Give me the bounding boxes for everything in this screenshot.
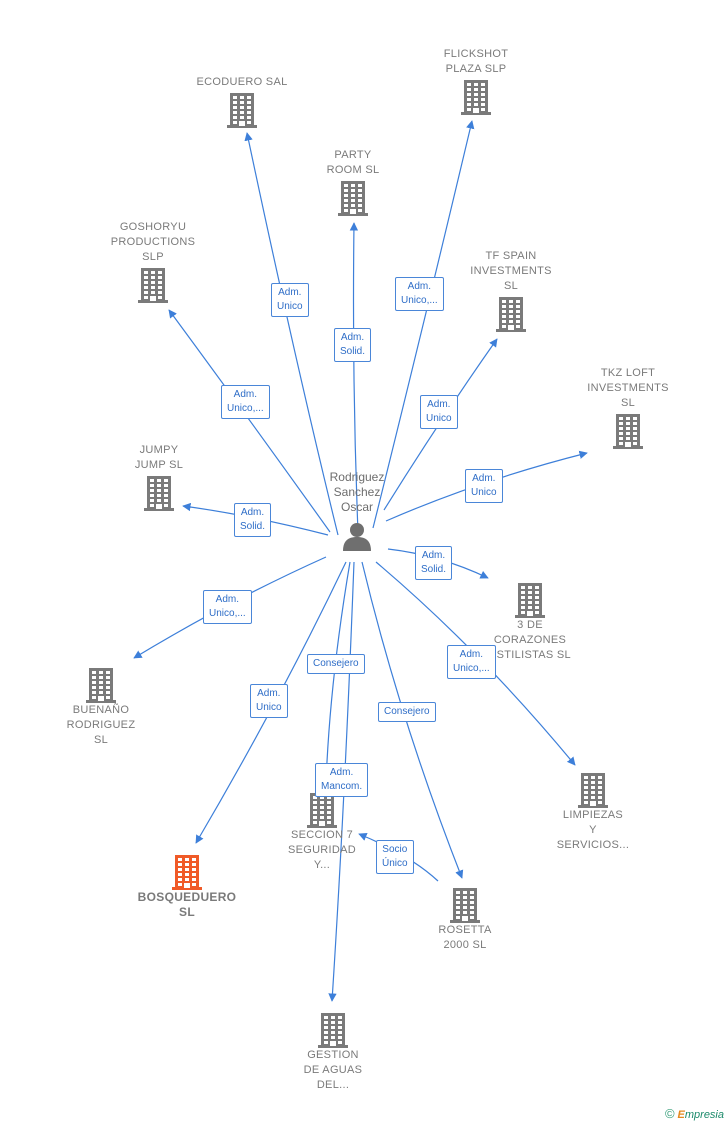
company-label: ROSETTA 2000 SL	[438, 924, 492, 951]
relation-label[interactable]: Adm. Unico	[271, 283, 309, 317]
relation-edge	[322, 561, 351, 784]
relation-label[interactable]: Adm. Solid.	[415, 546, 453, 580]
relation-label[interactable]: Adm. Solid.	[334, 328, 372, 362]
relation-label[interactable]: Adm. Unico,...	[203, 590, 252, 624]
company-node-flickshot[interactable]: FLICKSHOT PLAZA SLP	[406, 47, 546, 115]
company-node-party[interactable]: PARTY ROOM SL	[283, 148, 423, 216]
company-label: ECODUERO SAL	[196, 76, 288, 88]
company-label: 3 DE CORAZONES ESTILISTAS SL	[489, 619, 571, 661]
relation-edge	[372, 120, 475, 529]
relation-label[interactable]: Adm. Unico,...	[395, 277, 444, 311]
building-icon	[496, 297, 526, 332]
company-label: TF SPAIN INVESTMENTS SL	[470, 250, 552, 292]
company-node-goshoryu[interactable]: GOSHORYU PRODUCTIONS SLP	[83, 220, 223, 303]
company-label: BUENAÑO RODRIGUEZ SL	[66, 704, 136, 746]
relation-edge	[168, 309, 331, 533]
company-node-seccion[interactable]: SECCION 7 SEGURIDAD Y...	[252, 790, 392, 873]
company-node-corazones[interactable]: 3 DE CORAZONES ESTILISTAS SL	[460, 580, 600, 663]
brand-logo: ©Empresia	[664, 1106, 724, 1121]
relation-label[interactable]: Adm. Unico	[250, 684, 288, 718]
company-node-tkz[interactable]: TKZ LOFT INVESTMENTS SL	[558, 366, 698, 449]
company-node-gestion[interactable]: GESTION DE AGUAS DEL...	[263, 1010, 403, 1093]
building-icon	[227, 93, 257, 128]
company-node-limpiezas[interactable]: LIMPIEZAS Y SERVICIOS...	[523, 770, 663, 853]
relation-label[interactable]: Consejero	[307, 654, 365, 674]
building-icon	[450, 888, 480, 923]
company-label: BOSQUEDUERO SL	[137, 890, 237, 919]
building-icon	[515, 583, 545, 618]
building-icon	[138, 268, 168, 303]
company-label: FLICKSHOT PLAZA SLP	[443, 48, 509, 75]
company-label: GOSHORYU PRODUCTIONS SLP	[110, 221, 196, 263]
relation-label[interactable]: Adm. Unico	[420, 395, 458, 429]
building-icon	[578, 773, 608, 808]
company-label: PARTY ROOM SL	[326, 149, 380, 176]
relation-label[interactable]: Adm. Unico	[465, 469, 503, 503]
person-label: Rodriguez Sanchez Oscar	[329, 470, 385, 514]
building-icon	[318, 1013, 348, 1048]
relation-label[interactable]: Adm. Unico,...	[221, 385, 270, 419]
person-icon	[343, 523, 371, 551]
building-icon	[338, 181, 368, 216]
company-node-bosqueduero[interactable]: BOSQUEDUERO SL	[117, 852, 257, 920]
company-label: SECCION 7 SEGURIDAD Y...	[287, 829, 357, 871]
building-icon	[86, 668, 116, 703]
relation-label[interactable]: Consejero	[378, 702, 436, 722]
company-node-ecoduero[interactable]: ECODUERO SAL	[172, 75, 312, 128]
company-node-rosetta[interactable]: ROSETTA 2000 SL	[395, 885, 535, 953]
relation-edge	[349, 222, 359, 533]
relation-label[interactable]: Adm. Unico,...	[447, 645, 496, 679]
company-node-tfspain[interactable]: TF SPAIN INVESTMENTS SL	[441, 249, 581, 332]
company-label: GESTION DE AGUAS DEL...	[303, 1049, 363, 1091]
building-icon	[172, 855, 202, 890]
relation-label[interactable]: Adm. Solid.	[234, 503, 272, 537]
relation-label[interactable]: Adm. Mancom.	[315, 763, 369, 797]
person-node[interactable]: Rodriguez Sanchez Oscar	[297, 470, 417, 551]
company-node-buenano[interactable]: BUENAÑO RODRIGUEZ SL	[31, 665, 171, 748]
company-label: LIMPIEZAS Y SERVICIOS...	[556, 809, 630, 851]
relation-label[interactable]: Socio Único	[376, 840, 414, 874]
building-icon	[461, 80, 491, 115]
company-node-jumpy[interactable]: JUMPY JUMP SL	[89, 443, 229, 511]
building-icon	[144, 476, 174, 511]
building-icon	[613, 414, 643, 449]
company-label: TKZ LOFT INVESTMENTS SL	[587, 367, 669, 409]
company-label: JUMPY JUMP SL	[134, 444, 184, 471]
building-icon	[307, 793, 337, 828]
relation-edge	[244, 132, 339, 536]
